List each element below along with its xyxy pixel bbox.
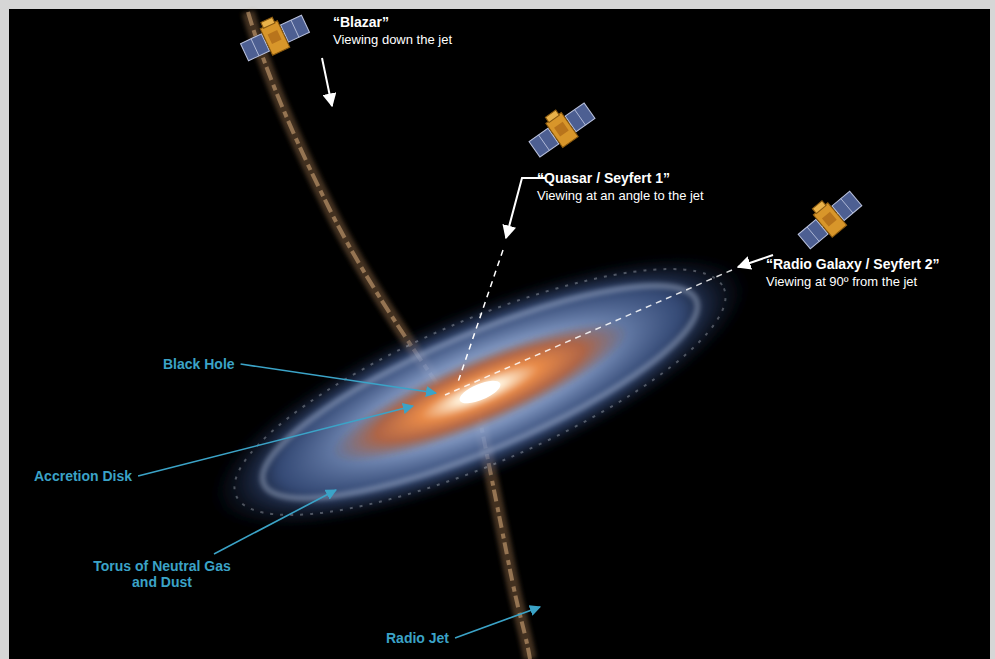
view-note: Viewing at 90º from the jet	[766, 275, 917, 290]
part-label: Radio Jet	[386, 630, 449, 646]
view-title: “Blazar”	[333, 14, 389, 30]
part-label: Accretion Disk	[34, 468, 132, 484]
leader-line	[241, 364, 436, 393]
part-label: Torus of Neutral Gas and Dust	[92, 558, 232, 590]
leader-line	[138, 406, 413, 476]
view-note: Viewing at an angle to the jet	[537, 189, 704, 204]
leader-line	[455, 607, 540, 638]
leader-line	[214, 490, 336, 554]
part-label: Black Hole	[163, 356, 235, 372]
view-title: “Radio Galaxy / Seyfert 2”	[766, 256, 940, 272]
view-note: Viewing down the jet	[333, 33, 452, 48]
view-title: “Quasar / Seyfert 1”	[537, 170, 670, 186]
